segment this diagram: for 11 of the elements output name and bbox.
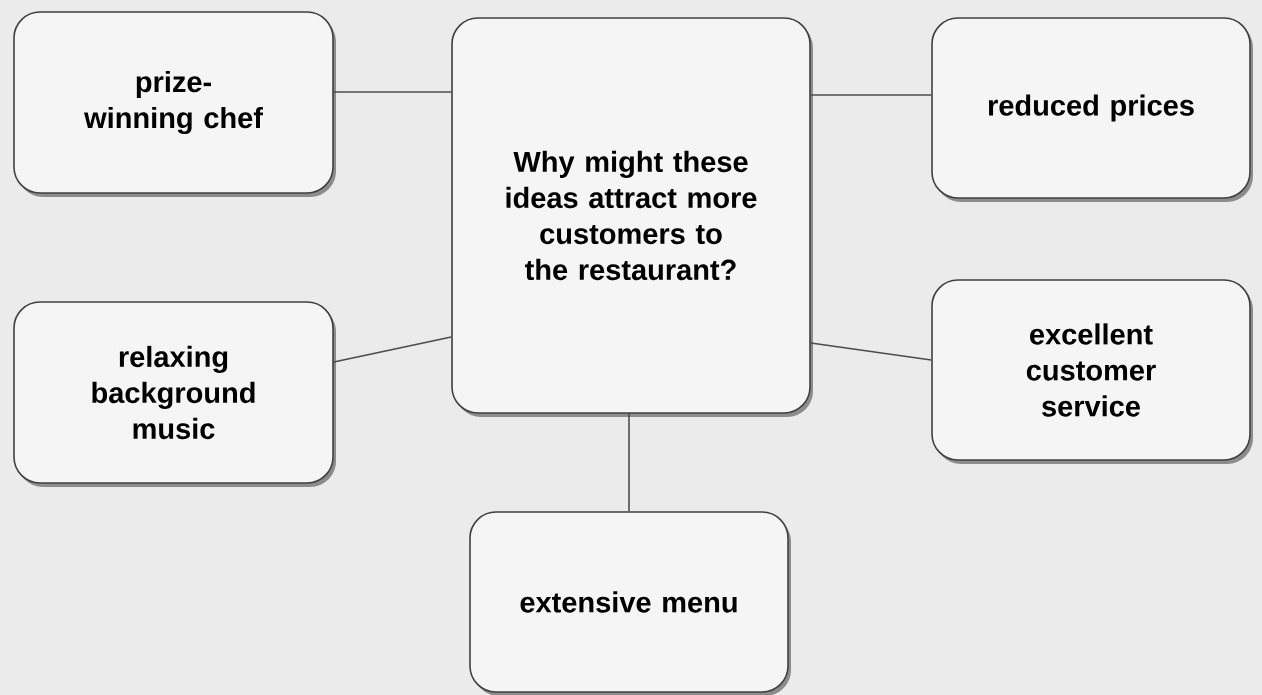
connector-line bbox=[333, 91, 452, 93]
idea-box: reduced prices bbox=[931, 17, 1253, 202]
idea-box: prize-winning chef bbox=[13, 11, 336, 197]
connector-line bbox=[810, 342, 932, 361]
idea-box: relaxing background music bbox=[13, 301, 336, 487]
idea-box: extensive menu bbox=[469, 511, 791, 695]
connector-line bbox=[333, 336, 452, 363]
idea-box: excellent customer service bbox=[931, 279, 1253, 464]
connector-line bbox=[810, 94, 932, 96]
connector-line bbox=[628, 413, 630, 512]
idea-box: Why might these ideas attract more customers to the restaurant? bbox=[451, 17, 813, 417]
